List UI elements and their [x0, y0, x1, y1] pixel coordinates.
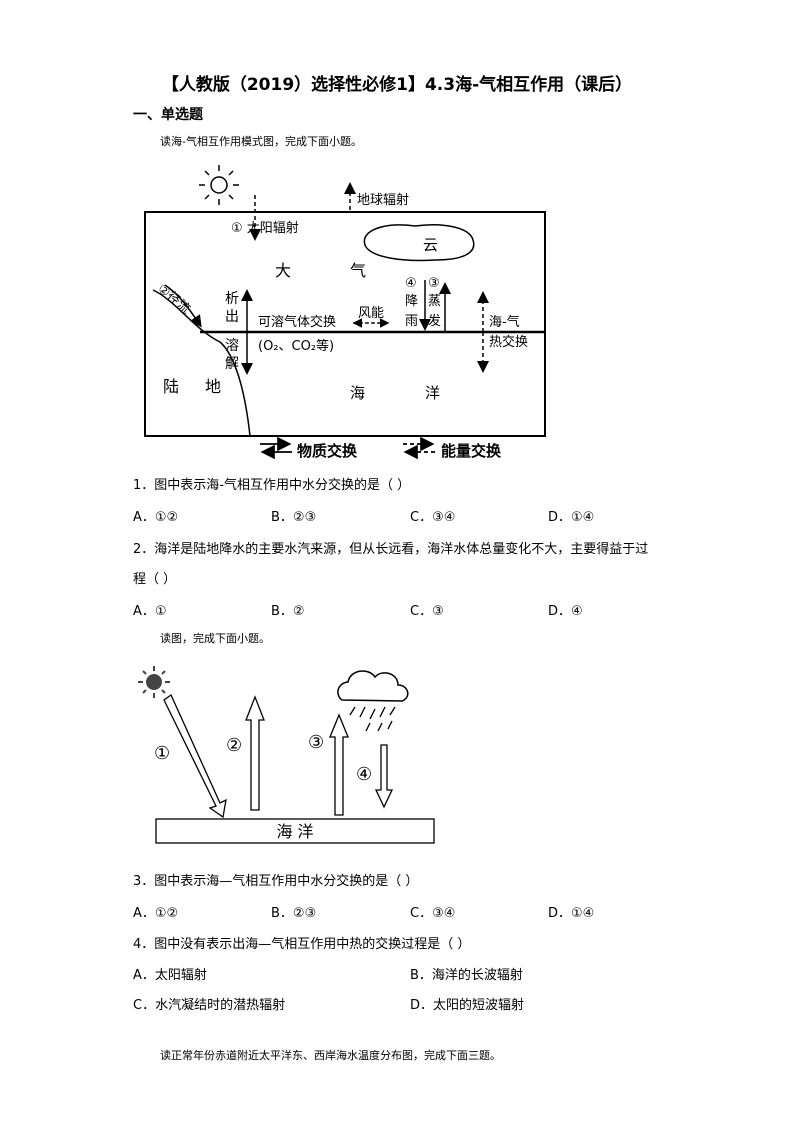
label-ocean: 海 洋 — [276, 822, 313, 841]
label-evap-1: 蒸 — [428, 294, 441, 309]
label-dissolve-2: 解 — [225, 356, 239, 372]
label-4: ④ — [356, 764, 372, 785]
label-precip-1: 降 — [405, 294, 418, 309]
question-2-line-2: 程（ ） — [133, 572, 177, 587]
legend-matter-exchange: 物质交换 — [297, 442, 358, 460]
label-release-2: 出 — [225, 309, 239, 325]
q1-option-b[interactable]: B．②③ — [271, 510, 317, 525]
sun-icon — [199, 165, 239, 205]
cloud-icon — [363, 224, 475, 262]
label-2: ② — [226, 735, 242, 756]
sea-air-interaction-diagram: ① 太阳辐射 地球辐射 云 大 气 ②径流 析 出 溶 解 可溶气体交换 (O₂… — [144, 165, 546, 460]
question-1: 1．图中表示海-气相互作用中水分交换的是（ ） — [133, 478, 411, 493]
q1-option-d[interactable]: D．①④ — [548, 510, 595, 525]
section-heading: 一、单选题 — [133, 107, 203, 123]
arrow-2 — [245, 695, 265, 811]
label-3: ③ — [308, 732, 324, 753]
question-3: 3．图中表示海—气相互作用中水分交换的是（ ） — [133, 874, 419, 889]
legend-energy-exchange: 能量交换 — [441, 442, 502, 460]
label-evap-num: ③ — [428, 276, 440, 291]
question-4: 4．图中没有表示出海—气相互作用中热的交换过程是（ ） — [133, 937, 471, 952]
label-1: ① — [154, 743, 170, 764]
q3-option-d[interactable]: D．①④ — [548, 906, 595, 921]
label-heat-1: 海-气 — [489, 314, 520, 330]
q1-option-a[interactable]: A．①② — [133, 510, 179, 525]
q2-option-c[interactable]: C．③ — [410, 604, 444, 619]
q4-option-a[interactable]: A．太阳辐射 — [133, 968, 207, 983]
question-2-line-1: 2．海洋是陆地降水的主要水汽来源，但从长远看，海洋水体总量变化不大，主要得益于过 — [133, 542, 649, 557]
group3-intro: 读正常年份赤道附近太平洋东、西岸海水温度分布图，完成下面三题。 — [160, 1049, 501, 1062]
q4-option-c[interactable]: C．水汽凝结时的潜热辐射 — [133, 998, 286, 1013]
label-release-1: 析 — [225, 291, 239, 307]
legend: 物质交换 能量交换 — [260, 436, 502, 460]
q2-option-b[interactable]: B．② — [271, 604, 305, 619]
q3-option-c[interactable]: C．③④ — [410, 906, 456, 921]
label-earth-radiation: 地球辐射 — [357, 192, 409, 208]
label-ocean-1: 海 — [350, 384, 365, 402]
label-dissolve-1: 溶 — [225, 338, 239, 354]
group1-intro: 读海-气相互作用模式图，完成下面小题。 — [160, 135, 362, 148]
arrow-1-solar — [163, 694, 227, 819]
sun-icon — [138, 666, 170, 698]
label-ocean-2: 洋 — [425, 384, 440, 402]
label-atmos-2: 气 — [350, 261, 366, 280]
label-runoff: ②径流 — [154, 282, 192, 318]
label-cloud: 云 — [423, 236, 438, 254]
page-title: 【人教版（2019）选择性必修1】4.3海-气相互作用（课后） — [161, 75, 633, 95]
q4-option-b[interactable]: B．海洋的长波辐射 — [410, 968, 523, 983]
label-solar-radiation: ① 太阳辐射 — [231, 220, 299, 236]
rain-cloud-icon — [337, 670, 409, 732]
q1-option-c[interactable]: C．③④ — [410, 510, 456, 525]
q2-option-a[interactable]: A．① — [133, 604, 167, 619]
label-wind-energy: 风能 — [358, 306, 384, 321]
label-heat-2: 热交换 — [489, 334, 528, 350]
label-precip-num: ④ — [405, 276, 417, 291]
arrow-4 — [374, 744, 394, 809]
label-atmos-1: 大 — [275, 261, 291, 280]
arrow-3 — [329, 713, 349, 816]
ocean-box — [155, 818, 435, 844]
label-evap-2: 发 — [428, 313, 441, 329]
q3-option-a[interactable]: A．①② — [133, 906, 179, 921]
ocean-heat-exchange-diagram: ① ② ③ ④ 海 洋 — [138, 666, 435, 844]
label-gas-chem: (O₂、CO₂等) — [258, 338, 334, 354]
label-land-1: 陆 — [163, 377, 179, 396]
label-land-2: 地 — [205, 377, 221, 396]
q2-option-d[interactable]: D．④ — [548, 604, 583, 619]
q3-option-b[interactable]: B．②③ — [271, 906, 317, 921]
q4-option-d[interactable]: D．太阳的短波辐射 — [410, 998, 525, 1013]
label-precip-2: 雨 — [405, 314, 418, 329]
group2-intro: 读图，完成下面小题。 — [160, 632, 270, 645]
label-gas-exchange: 可溶气体交换 — [258, 314, 336, 330]
